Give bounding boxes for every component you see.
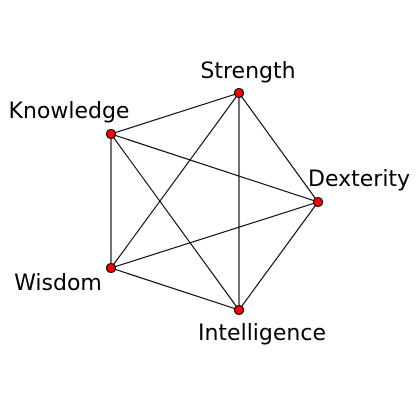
- node-label-strength: Strength: [200, 59, 295, 84]
- edge-intelligence-wisdom: [110, 267, 240, 311]
- node-label-intelligence: Intelligence: [198, 321, 326, 346]
- edge-strength-wisdom: [110, 92, 240, 269]
- node-wisdom: [105, 262, 117, 274]
- edge-strength-knowledge: [110, 92, 240, 135]
- node-strength: [233, 87, 245, 99]
- edge-dexterity-wisdom: [110, 201, 319, 269]
- nodes-layer: [105, 87, 324, 316]
- node-label-knowledge: Knowledge: [9, 99, 130, 124]
- edge-strength-dexterity: [238, 92, 319, 203]
- node-label-wisdom: Wisdom: [14, 271, 102, 296]
- node-knowledge: [105, 128, 117, 140]
- edge-dexterity-knowledge: [110, 133, 319, 203]
- node-label-dexterity: Dexterity: [308, 167, 410, 192]
- node-dexterity: [312, 196, 324, 208]
- edge-dexterity-intelligence: [238, 201, 319, 311]
- edges-layer: [110, 92, 319, 311]
- edge-intelligence-knowledge: [110, 133, 240, 311]
- node-intelligence: [233, 304, 245, 316]
